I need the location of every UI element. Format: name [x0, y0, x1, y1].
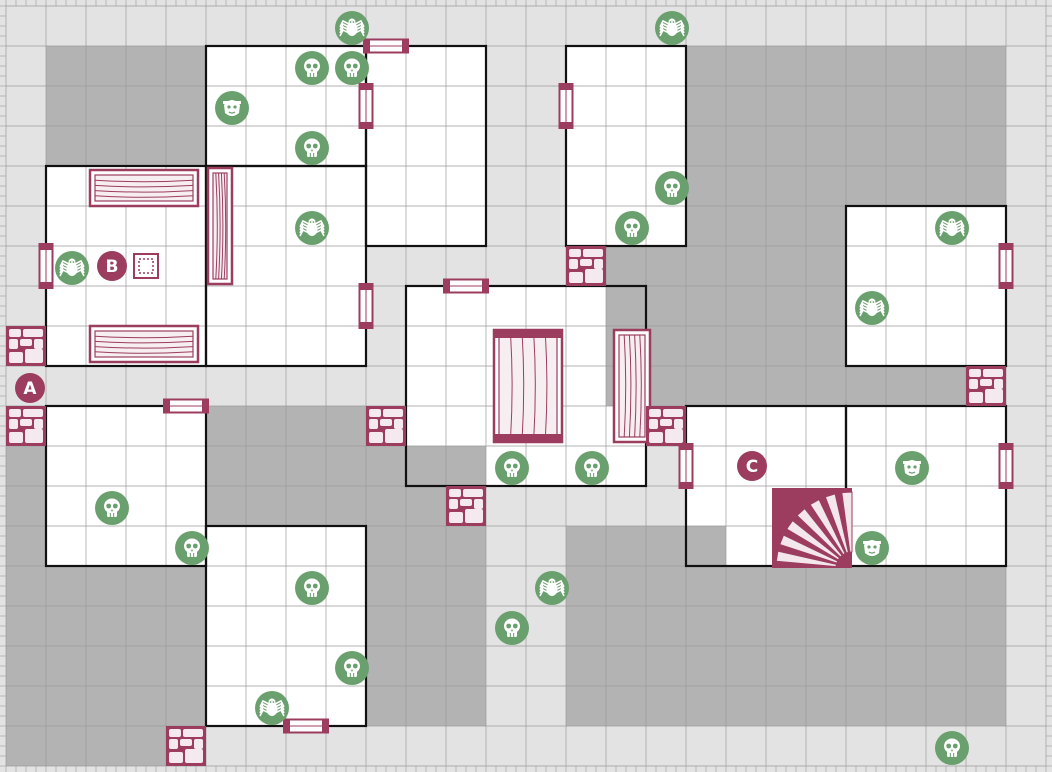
rubble-tile — [966, 366, 1006, 406]
furniture-layer — [88, 166, 853, 568]
room-wall-r3 — [564, 44, 688, 248]
marker-c: C — [737, 451, 767, 481]
orc-icon[interactable] — [855, 531, 889, 565]
door[interactable] — [998, 243, 1014, 289]
rubble-tile — [366, 406, 406, 446]
monster-layer — [55, 11, 969, 765]
rubble-tile — [566, 246, 606, 286]
rubble-tile — [6, 326, 46, 366]
marker-b: B — [97, 251, 127, 281]
door-layer — [38, 38, 1014, 734]
room-floor-r2 — [366, 46, 486, 246]
marker-a: A — [15, 373, 45, 403]
skull-icon[interactable] — [495, 611, 529, 645]
rubble-layer — [6, 246, 1006, 766]
rubble-tile — [166, 726, 206, 766]
spider-icon[interactable] — [255, 691, 289, 725]
marker-label: A — [23, 379, 37, 399]
door[interactable] — [443, 278, 489, 294]
door[interactable] — [163, 398, 209, 414]
marker-layer: A B C — [15, 251, 767, 481]
skull-icon[interactable] — [495, 451, 529, 485]
spider-icon[interactable] — [335, 11, 369, 45]
skull-icon[interactable] — [615, 211, 649, 245]
blocked-area — [646, 366, 1006, 406]
door[interactable] — [363, 38, 409, 54]
skull-icon[interactable] — [295, 131, 329, 165]
rubble-tile — [646, 406, 686, 446]
rubble-tile — [446, 486, 486, 526]
skull-icon[interactable] — [95, 491, 129, 525]
rack-v-furniture — [206, 166, 234, 286]
door[interactable] — [38, 243, 54, 289]
blocked-area — [366, 526, 486, 726]
spider-icon[interactable] — [295, 211, 329, 245]
skull-icon[interactable] — [575, 451, 609, 485]
skull-icon[interactable] — [655, 171, 689, 205]
spider-icon[interactable] — [535, 571, 569, 605]
marker-label: B — [106, 257, 119, 277]
chest-furniture — [133, 253, 159, 279]
orc-icon[interactable] — [215, 91, 249, 125]
table-h-furniture — [88, 324, 200, 364]
room-wall-r5 — [204, 164, 368, 368]
skull-icon[interactable] — [935, 731, 969, 765]
spider-icon[interactable] — [55, 251, 89, 285]
skull-icon[interactable] — [335, 51, 369, 85]
spider-icon[interactable] — [655, 11, 689, 45]
door[interactable] — [558, 83, 574, 129]
skull-icon[interactable] — [295, 51, 329, 85]
door[interactable] — [678, 443, 694, 489]
blocked-area — [46, 726, 166, 766]
skull-icon[interactable] — [175, 531, 209, 565]
room-wall-r8 — [44, 404, 208, 568]
bench-v-furniture — [612, 328, 652, 444]
door[interactable] — [283, 718, 329, 734]
door[interactable] — [998, 443, 1014, 489]
door[interactable] — [358, 83, 374, 129]
orc-icon[interactable] — [895, 451, 929, 485]
skull-icon[interactable] — [335, 651, 369, 685]
rubble-tile — [6, 406, 46, 446]
skull-icon[interactable] — [295, 571, 329, 605]
stairs-furniture — [772, 488, 853, 568]
marker-label: C — [746, 457, 758, 477]
room-wall-r2 — [364, 44, 488, 248]
table-h-furniture — [88, 168, 200, 208]
spider-icon[interactable] — [855, 291, 889, 325]
spider-icon[interactable] — [935, 211, 969, 245]
door[interactable] — [358, 283, 374, 329]
crate-furniture — [492, 328, 564, 444]
